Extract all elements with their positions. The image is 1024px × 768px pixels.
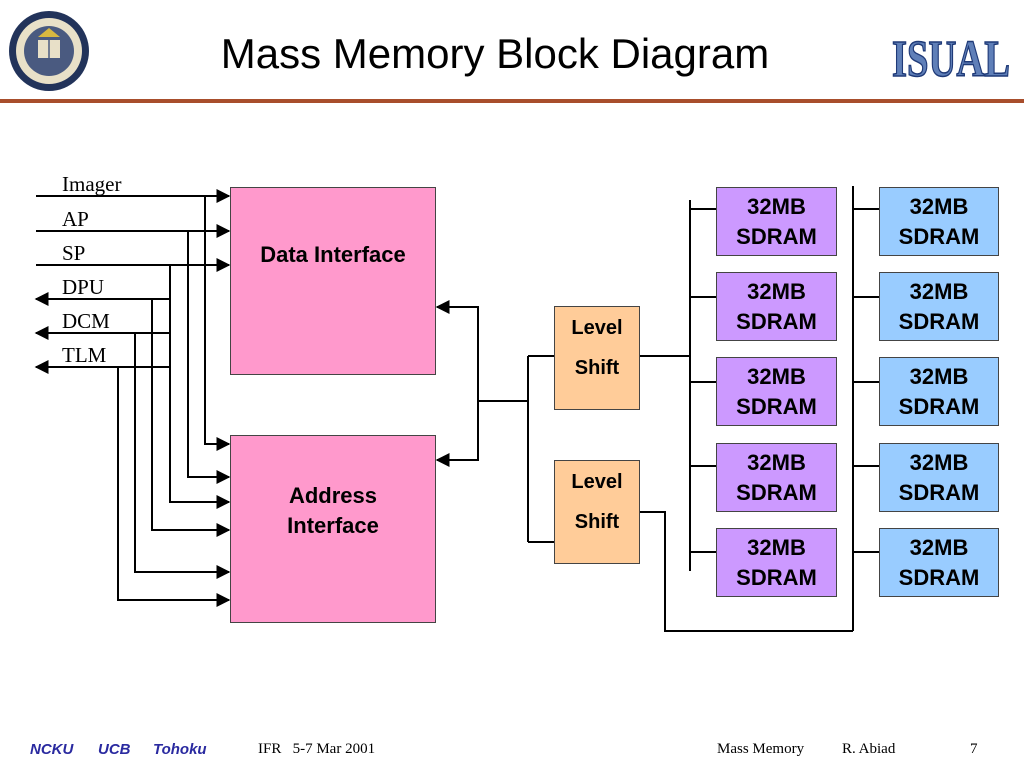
address-interface-block: Address Interface bbox=[230, 435, 436, 623]
sdram-a-3: 32MB SDRAM bbox=[716, 357, 837, 426]
level-shift-2-line2: Shift bbox=[574, 511, 620, 533]
signal-label-dcm: DCM bbox=[62, 309, 110, 333]
sdram-b-3: 32MB SDRAM bbox=[879, 357, 999, 426]
data-interface-label: Data Interface bbox=[260, 242, 406, 267]
sdram-a-5-size: 32MB bbox=[747, 534, 806, 560]
title-divider bbox=[0, 99, 1024, 103]
isual-logo: ISUAL bbox=[891, 30, 1011, 86]
sdram-a-2: 32MB SDRAM bbox=[716, 272, 837, 341]
sdram-b-1-size: 32MB bbox=[909, 193, 969, 219]
page-title: Mass Memory Block Diagram bbox=[220, 30, 770, 77]
level-shift-1-line2: Shift bbox=[574, 357, 620, 379]
sdram-b-4-size: 32MB bbox=[909, 449, 969, 475]
signal-label-sp: SP bbox=[62, 241, 86, 265]
sdram-a-1-size: 32MB bbox=[747, 193, 806, 219]
level-shift-block-2: Level Shift bbox=[554, 460, 640, 564]
sdram-b-3-type: SDRAM bbox=[898, 393, 980, 419]
sdram-a-4-size: 32MB bbox=[747, 449, 806, 475]
sdram-a-3-type: SDRAM bbox=[736, 393, 817, 419]
sdram-b-4: 32MB SDRAM bbox=[879, 443, 999, 512]
sdram-b-3-size: 32MB bbox=[909, 363, 969, 389]
university-seal-logo bbox=[9, 11, 89, 91]
sdram-b-5-size: 32MB bbox=[909, 534, 969, 560]
sdram-b-4-type: SDRAM bbox=[898, 479, 980, 505]
sdram-b-1: 32MB SDRAM bbox=[879, 187, 999, 256]
signal-label-dpu: DPU bbox=[62, 275, 105, 299]
sdram-a-3-size: 32MB bbox=[747, 363, 806, 389]
level-shift-2-line1: Level bbox=[571, 471, 623, 493]
sdram-b-5-type: SDRAM bbox=[898, 564, 980, 590]
sdram-b-2-type: SDRAM bbox=[898, 308, 980, 334]
svg-text:ISUAL: ISUAL bbox=[892, 31, 1010, 86]
signal-label-ap: AP bbox=[62, 207, 89, 231]
footer-topic: Mass Memory bbox=[717, 741, 805, 757]
sdram-b-2-size: 32MB bbox=[909, 278, 969, 304]
footer-event: IFR 5-7 Mar 2001 bbox=[258, 741, 376, 757]
footer-org-ncku: NCKU bbox=[30, 741, 74, 758]
level-shift-1-line1: Level bbox=[571, 317, 623, 339]
footer-org-tohoku: Tohoku bbox=[153, 741, 207, 758]
sdram-a-2-size: 32MB bbox=[747, 278, 806, 304]
sdram-a-4: 32MB SDRAM bbox=[716, 443, 837, 512]
sdram-b-5: 32MB SDRAM bbox=[879, 528, 999, 597]
sdram-a-1: 32MB SDRAM bbox=[716, 187, 837, 256]
sdram-b-1-type: SDRAM bbox=[898, 223, 980, 249]
sdram-a-1-type: SDRAM bbox=[736, 223, 817, 249]
sdram-b-2: 32MB SDRAM bbox=[879, 272, 999, 341]
sdram-a-5: 32MB SDRAM bbox=[716, 528, 837, 597]
sdram-a-5-type: SDRAM bbox=[736, 564, 817, 590]
footer-page-number: 7 bbox=[970, 741, 978, 757]
level-shift-block-1: Level Shift bbox=[554, 306, 640, 410]
sdram-a-4-type: SDRAM bbox=[736, 479, 817, 505]
signal-label-imager: Imager bbox=[62, 172, 122, 196]
address-interface-label-line2: Interface bbox=[287, 513, 379, 538]
signal-label-tlm: TLM bbox=[62, 343, 107, 367]
data-interface-block: Data Interface bbox=[230, 187, 436, 375]
footer-author: R. Abiad bbox=[842, 741, 896, 757]
address-interface-label-line1: Address bbox=[288, 483, 378, 508]
footer-org-ucb: UCB bbox=[98, 741, 131, 758]
sdram-a-2-type: SDRAM bbox=[736, 308, 817, 334]
